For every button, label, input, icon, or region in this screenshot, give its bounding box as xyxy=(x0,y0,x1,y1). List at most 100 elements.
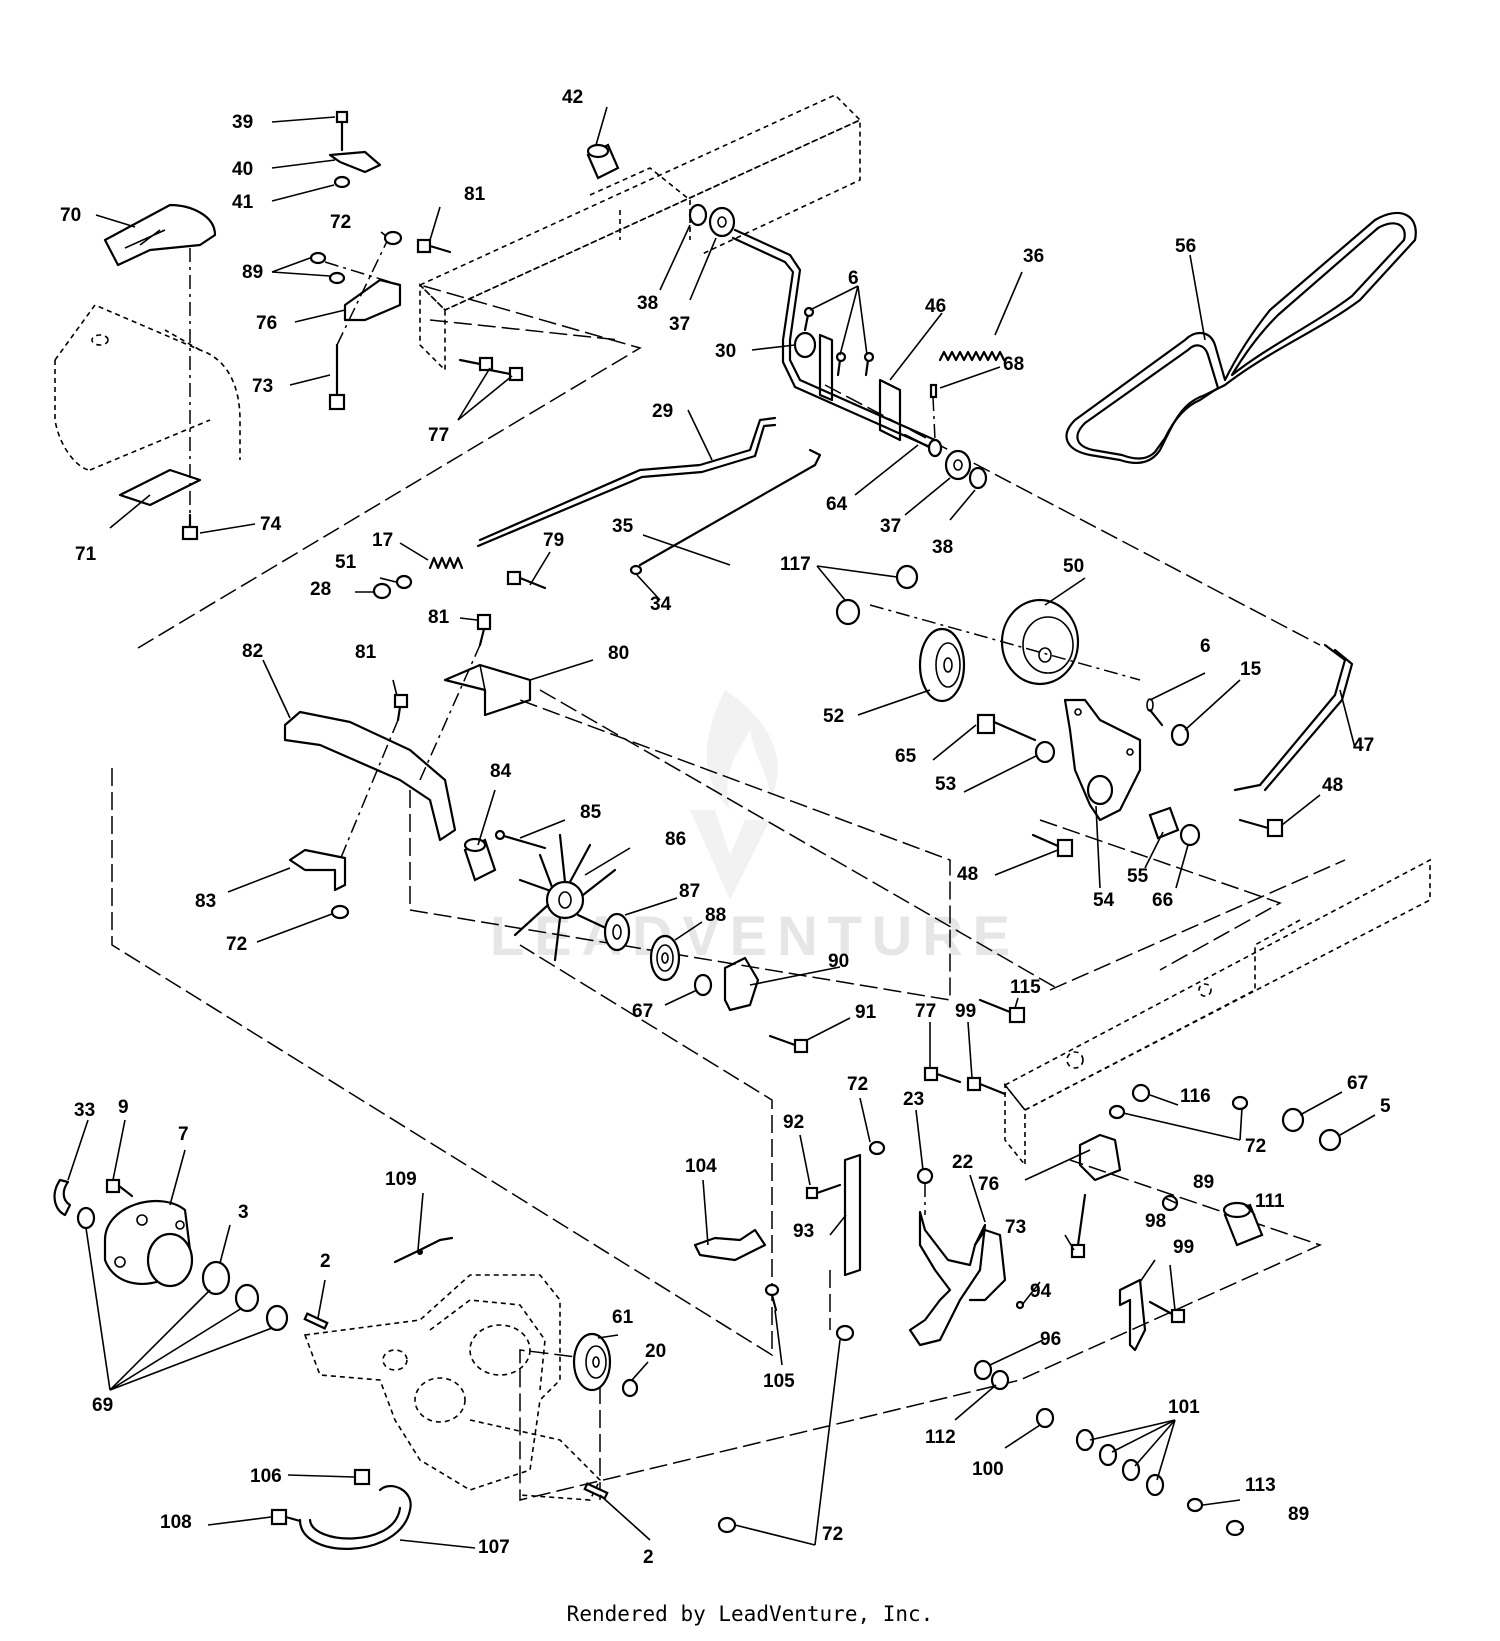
callout-82: 82 xyxy=(242,641,263,662)
callout-108: 108 xyxy=(160,1512,192,1533)
callout-94: 94 xyxy=(1030,1281,1052,1302)
callout-9: 9 xyxy=(118,1097,129,1118)
callout-39: 39 xyxy=(232,112,253,133)
callout-72d: 72 xyxy=(1245,1136,1266,1157)
callout-64: 64 xyxy=(826,494,848,515)
callout-87: 87 xyxy=(679,881,700,902)
part-88-pulley xyxy=(649,934,681,982)
part-71-plate xyxy=(118,468,202,507)
callout-72e: 72 xyxy=(822,1524,843,1545)
callout-35: 35 xyxy=(612,516,634,537)
part-48-bolt-left xyxy=(1031,833,1074,858)
part-37-washer-upper xyxy=(708,206,736,238)
callout-37: 37 xyxy=(669,314,690,335)
part-72-nut-bottom-b xyxy=(717,1516,737,1534)
part-56-drive-belt xyxy=(1065,211,1417,465)
part-72-nut-lower-left xyxy=(330,904,350,920)
callout-81b: 81 xyxy=(428,607,450,628)
callout-89: 89 xyxy=(242,262,263,283)
part-67-washer-right xyxy=(1281,1107,1305,1133)
callout-30: 30 xyxy=(715,341,736,362)
leadventure-watermark-logo xyxy=(690,690,778,900)
part-72-nut-bottom-a xyxy=(835,1324,855,1342)
callout-55: 55 xyxy=(1127,866,1149,887)
part-83-bracket xyxy=(288,848,350,920)
part-67-washer-mid xyxy=(693,973,713,997)
callout-20: 20 xyxy=(645,1341,666,1362)
callout-48: 48 xyxy=(1322,775,1343,796)
part-107-hose-inner xyxy=(308,1506,402,1540)
callout-53: 53 xyxy=(935,774,956,795)
part-107-hose xyxy=(298,1484,412,1550)
part-28-nut xyxy=(372,582,392,600)
part-69-washer-b xyxy=(234,1283,260,1313)
fender-outline xyxy=(54,304,241,471)
callout-36: 36 xyxy=(1023,246,1044,267)
part-113-nut xyxy=(1186,1497,1204,1513)
part-117-nut-b xyxy=(835,598,861,626)
callout-106: 106 xyxy=(250,1466,282,1487)
pedal-shaft xyxy=(731,228,943,458)
part-111-spacer xyxy=(1222,1201,1264,1247)
callout-77b: 77 xyxy=(915,1001,936,1022)
part-80-bracket xyxy=(443,663,532,717)
lower-frame-bolts xyxy=(923,998,1026,1096)
callout-90: 90 xyxy=(828,951,849,972)
part-112-washer xyxy=(990,1369,1010,1391)
callout-89b: 89 xyxy=(1193,1172,1214,1193)
part-91-bolt xyxy=(768,1034,809,1054)
part-100-washer xyxy=(1035,1407,1055,1429)
part-22-lever xyxy=(908,1210,1007,1347)
callout-56: 56 xyxy=(1175,236,1196,257)
callout-5: 5 xyxy=(1380,1096,1391,1117)
part-7-hub xyxy=(103,1200,194,1288)
part-72-nut-link xyxy=(868,1140,886,1156)
callout-6b: 6 xyxy=(1200,636,1211,657)
callout-67b: 67 xyxy=(1347,1073,1368,1094)
callout-99b: 99 xyxy=(1173,1237,1194,1258)
callout-96: 96 xyxy=(1040,1329,1061,1350)
part-52-pulley xyxy=(918,627,966,703)
part-72-nut-frame-b xyxy=(1231,1095,1249,1111)
callout-22: 22 xyxy=(952,1152,973,1173)
part-5-nut xyxy=(1318,1128,1342,1152)
callout-113: 113 xyxy=(1245,1475,1276,1496)
part-69-washer-c xyxy=(265,1304,289,1332)
part-66-washer xyxy=(1179,823,1201,847)
part-69-washer-a xyxy=(76,1206,96,1230)
part-3-washer xyxy=(201,1260,231,1296)
part-90-guard xyxy=(723,956,760,1012)
part-86-fan xyxy=(513,833,617,962)
callout-104: 104 xyxy=(685,1156,717,1177)
callout-33: 33 xyxy=(74,1100,95,1121)
part-96-washer xyxy=(973,1359,993,1381)
callout-105: 105 xyxy=(763,1371,795,1392)
callout-89c: 89 xyxy=(1288,1504,1309,1525)
part-9-bolt xyxy=(105,1178,134,1198)
callout-83: 83 xyxy=(195,891,216,912)
callout-116: 116 xyxy=(1180,1086,1211,1107)
callout-2b: 2 xyxy=(643,1547,654,1568)
callout-76b: 76 xyxy=(978,1174,999,1195)
callout-2: 2 xyxy=(320,1251,331,1272)
callout-17: 17 xyxy=(372,530,393,551)
callout-107: 107 xyxy=(478,1537,510,1558)
part-81-bolt-lower xyxy=(339,693,409,861)
callout-71: 71 xyxy=(75,544,97,565)
callout-29: 29 xyxy=(652,401,673,422)
callout-79: 79 xyxy=(543,530,564,551)
part-48-bolt-right xyxy=(1238,818,1284,838)
callout-51: 51 xyxy=(335,552,357,573)
part-105-bolt xyxy=(764,1283,780,1312)
callout-46: 46 xyxy=(925,296,946,317)
callout-3: 3 xyxy=(238,1202,249,1223)
part-23-knob xyxy=(916,1167,934,1215)
part-89-nut-bottom xyxy=(1225,1519,1245,1537)
transaxle-assembly xyxy=(303,1274,601,1501)
callout-61: 61 xyxy=(612,1307,634,1328)
callout-54: 54 xyxy=(1093,890,1115,911)
callout-68: 68 xyxy=(1003,354,1024,375)
callout-72b: 72 xyxy=(226,934,247,955)
callout-111: 111 xyxy=(1255,1191,1285,1212)
